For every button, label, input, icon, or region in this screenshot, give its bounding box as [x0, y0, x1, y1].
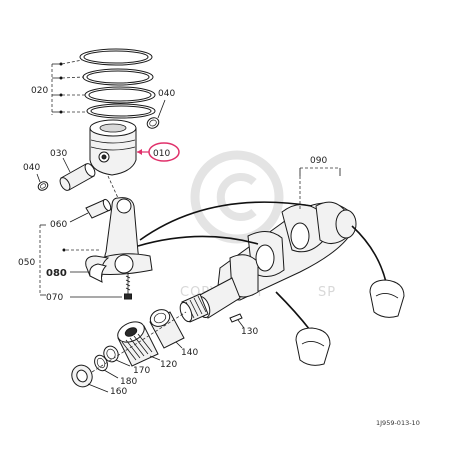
crankshaft-gear[interactable]: 140	[148, 307, 199, 358]
curve-to-main-bearing-left	[275, 291, 311, 331]
piston-pin-clip-left[interactable]: 040	[23, 163, 49, 192]
label-170: 170	[133, 366, 150, 376]
piston-pin[interactable]: 030	[50, 149, 97, 192]
curve-to-crankpin-1	[139, 201, 313, 241]
label-040-left: 040	[23, 163, 40, 173]
label-060: 060	[50, 220, 67, 230]
seal-ring[interactable]: 180	[92, 353, 137, 387]
label-070: 070	[46, 293, 63, 303]
label-090-group: 090	[299, 156, 341, 210]
crankshaft[interactable]	[178, 201, 357, 323]
label-160: 160	[110, 387, 127, 397]
label-010[interactable]: 010	[153, 149, 170, 159]
label-180: 180	[120, 377, 137, 387]
label-050-group: 050	[18, 224, 100, 296]
label-130: 130	[241, 327, 258, 337]
label-010-group[interactable]: 010	[137, 142, 180, 162]
label-020-group: 020	[31, 59, 88, 115]
curve-to-crankpin-2	[137, 235, 259, 247]
label-140: 140	[181, 348, 198, 358]
label-120: 120	[160, 360, 177, 370]
feather-key[interactable]: 130	[229, 313, 258, 337]
label-080: 080	[46, 268, 67, 279]
assembly-line-piston	[107, 175, 119, 199]
main-bearing-right[interactable]	[369, 279, 405, 318]
label-050: 050	[18, 258, 35, 268]
assembly-line-front	[91, 311, 187, 373]
piston-rings[interactable]	[79, 48, 156, 119]
reference-code: 1J959-013-10	[376, 419, 420, 427]
crankpin-bearing[interactable]: 080	[46, 255, 110, 283]
curve-to-main-bearing-right	[351, 225, 387, 283]
label-020: 020	[31, 86, 48, 96]
main-bearing-left[interactable]	[295, 327, 331, 366]
label-030: 030	[50, 149, 67, 159]
piston-pin-clip-right[interactable]: 040	[145, 89, 175, 130]
oil-slinger[interactable]: 160	[68, 362, 127, 397]
label-090: 090	[310, 156, 327, 166]
small-end-bushing[interactable]: 060	[50, 198, 112, 230]
connecting-rod[interactable]	[95, 197, 153, 275]
piston[interactable]	[89, 119, 137, 176]
watermark-suffix: SP	[318, 285, 336, 300]
rod-bolt[interactable]: 070	[46, 272, 132, 303]
label-040-right: 040	[158, 89, 175, 99]
